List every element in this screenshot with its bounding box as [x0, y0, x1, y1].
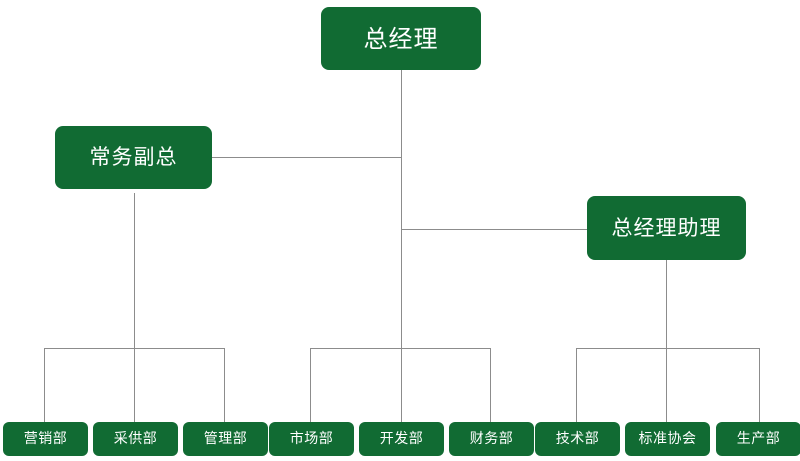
connector-leg-market [310, 348, 311, 422]
connector-leg-technical [576, 348, 577, 422]
connector-leg-development [401, 348, 402, 422]
node-department-procurement[interactable]: 采供部 [93, 422, 178, 456]
connector-leg-finance [490, 348, 491, 422]
node-department-production[interactable]: 生产部 [716, 422, 800, 456]
node-gm-assistant[interactable]: 总经理助理 [587, 196, 746, 260]
node-department-standards-association[interactable]: 标准协会 [625, 422, 710, 456]
node-department-management[interactable]: 管理部 [183, 422, 268, 456]
connector-bar-gm-group [310, 348, 491, 349]
connector-leg-procurement [134, 348, 135, 422]
node-executive-vp[interactable]: 常务副总 [55, 126, 212, 189]
connector-gm-to-assistant [401, 229, 588, 230]
connector-leg-production [759, 348, 760, 422]
connector-leg-management [224, 348, 225, 422]
connector-leg-standards [666, 348, 667, 422]
connector-gm-trunk [401, 70, 402, 348]
node-department-finance[interactable]: 财务部 [449, 422, 534, 456]
connector-leg-marketing [44, 348, 45, 422]
node-department-development[interactable]: 开发部 [359, 422, 444, 456]
connector-executive-vp-drop [134, 193, 135, 349]
node-general-manager[interactable]: 总经理 [321, 7, 481, 70]
node-department-market[interactable]: 市场部 [269, 422, 354, 456]
connector-gm-to-executive-vp [212, 157, 402, 158]
node-department-technical[interactable]: 技术部 [535, 422, 620, 456]
connector-bar-assistant-group [576, 348, 759, 349]
node-department-marketing[interactable]: 营销部 [3, 422, 88, 456]
connector-assistant-drop [666, 260, 667, 349]
